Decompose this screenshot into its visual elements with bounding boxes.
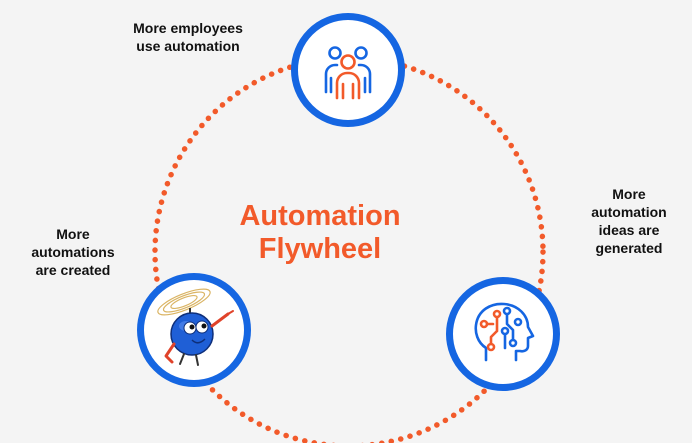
left-label-line-3: are created xyxy=(35,262,111,278)
ai-head-circuit-icon xyxy=(474,302,535,362)
right-label-line-1: More xyxy=(612,186,646,202)
left-label-line-1: More xyxy=(56,226,90,242)
title-line-1: Automation xyxy=(239,200,401,232)
right-node xyxy=(446,277,560,391)
left-node xyxy=(137,273,251,387)
right-label-line-2: automation xyxy=(591,204,667,220)
right-label-line-4: generated xyxy=(595,240,663,256)
left-label-line-2: automations xyxy=(31,244,115,260)
robot-mascot-icon xyxy=(157,288,234,366)
top-node-label: More employees use automation xyxy=(88,19,288,55)
top-label-line-1: More employees xyxy=(133,20,243,36)
people-group-icon xyxy=(324,46,372,100)
left-node-label: More automations are created xyxy=(8,225,138,279)
top-label-line-2: use automation xyxy=(136,38,240,54)
diagram-title: Automation Flywheel xyxy=(200,200,440,266)
top-node xyxy=(291,13,405,127)
title-line-2: Flywheel xyxy=(258,233,382,265)
right-label-line-3: ideas are xyxy=(598,222,660,238)
right-node-label: More automation ideas are generated xyxy=(566,185,692,257)
